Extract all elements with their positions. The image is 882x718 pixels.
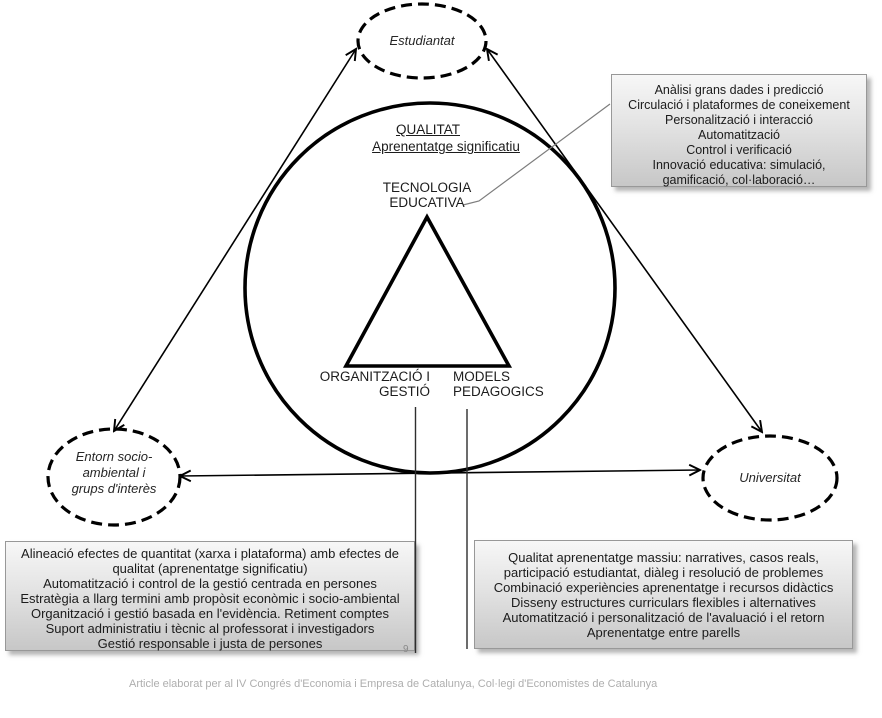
callout-line: Innovació educativa: simulació, xyxy=(652,158,826,172)
connector-entorn-universitat xyxy=(180,470,700,476)
callout-line: Automatització i control de la gestió ce… xyxy=(43,576,377,591)
callout-line: Control i verificació xyxy=(686,143,792,157)
label-entorn-line: Entorn socio- xyxy=(75,449,153,464)
label-entorn-line: grups d'interès xyxy=(71,481,157,496)
label-entorn: Entorn socio- ambiental i grups d'interè… xyxy=(34,449,194,497)
callout-line: Disseny estructures curriculars flexible… xyxy=(511,595,816,610)
label-tecnologia-line: TECNOLOGIA xyxy=(382,180,472,195)
label-aprenentatge-significatiu: Aprenentatge significatiu xyxy=(372,139,520,154)
label-entorn-line: ambiental i xyxy=(82,465,146,480)
callout-line: Qualitat aprenentatge massiu: narratives… xyxy=(508,550,819,565)
page-number: 9 xyxy=(403,644,409,655)
callout-line: gamificació, col·laboració… xyxy=(662,173,816,187)
callout-line: Circulació i plataformes de coneixement xyxy=(628,98,850,112)
circle-outline xyxy=(243,101,617,475)
label-tecnologia-line: EDUCATIVA xyxy=(389,194,465,210)
callout-line: Personalització i interacció xyxy=(665,113,813,127)
callout-line: Aprenentatge entre parells xyxy=(586,625,741,640)
callout-line: Estratègia a llarg termini amb propòsit … xyxy=(20,591,400,606)
callout-models-box: Qualitat aprenentatge massiu: narratives… xyxy=(474,540,853,649)
callout-line: Gestió responsable i justa de persones xyxy=(97,636,323,651)
label-organitzacio-line: GESTIÓ xyxy=(378,384,430,399)
label-tecnologia-educativa: TECNOLOGIA EDUCATIVA xyxy=(327,180,527,210)
callout-line: Automatització xyxy=(698,128,780,142)
label-qualitat: QUALITAT xyxy=(395,122,460,137)
label-models-line: MODELS xyxy=(453,369,511,384)
callout-organitzacio-box: Alineació efectes de quantitat (xarxa i … xyxy=(5,541,415,651)
callout-line: Suport administratiu i tècnic al profess… xyxy=(45,621,375,636)
callout-line: participació estudiantat, diàleg i resol… xyxy=(503,565,824,580)
callout-tecnologia-box: Anàlisi grans dades i predicció Circulac… xyxy=(611,74,867,187)
callout-line: qualitat (aprenentatge significatiu) xyxy=(112,561,308,576)
label-organitzacio-line: ORGANITZACIÓ I xyxy=(319,369,430,384)
triangle-shape xyxy=(342,213,513,368)
callout-line: Anàlisi grans dades i predicció xyxy=(654,83,824,97)
label-universitat: Universitat xyxy=(739,470,801,485)
label-models-line: PEDAGOGICS xyxy=(453,384,544,399)
callout-line: Organització i gestió basada en l'evidèn… xyxy=(30,606,389,621)
label-models-pedagogics: MODELS PEDAGOGICS xyxy=(453,369,653,399)
callout-line: Automatització i personalització de l'av… xyxy=(502,610,825,625)
label-organitzacio-gestio: ORGANITZACIÓ I GESTIÓ xyxy=(230,369,430,399)
callout-line: Alineació efectes de quantitat (xarxa i … xyxy=(21,546,399,561)
callout-line: Combinació experiències aprenentatge i r… xyxy=(493,580,834,595)
footer-credit: Article elaborat per al IV Congrés d'Eco… xyxy=(129,678,658,690)
label-estudiantat: Estudiantat xyxy=(389,33,455,48)
